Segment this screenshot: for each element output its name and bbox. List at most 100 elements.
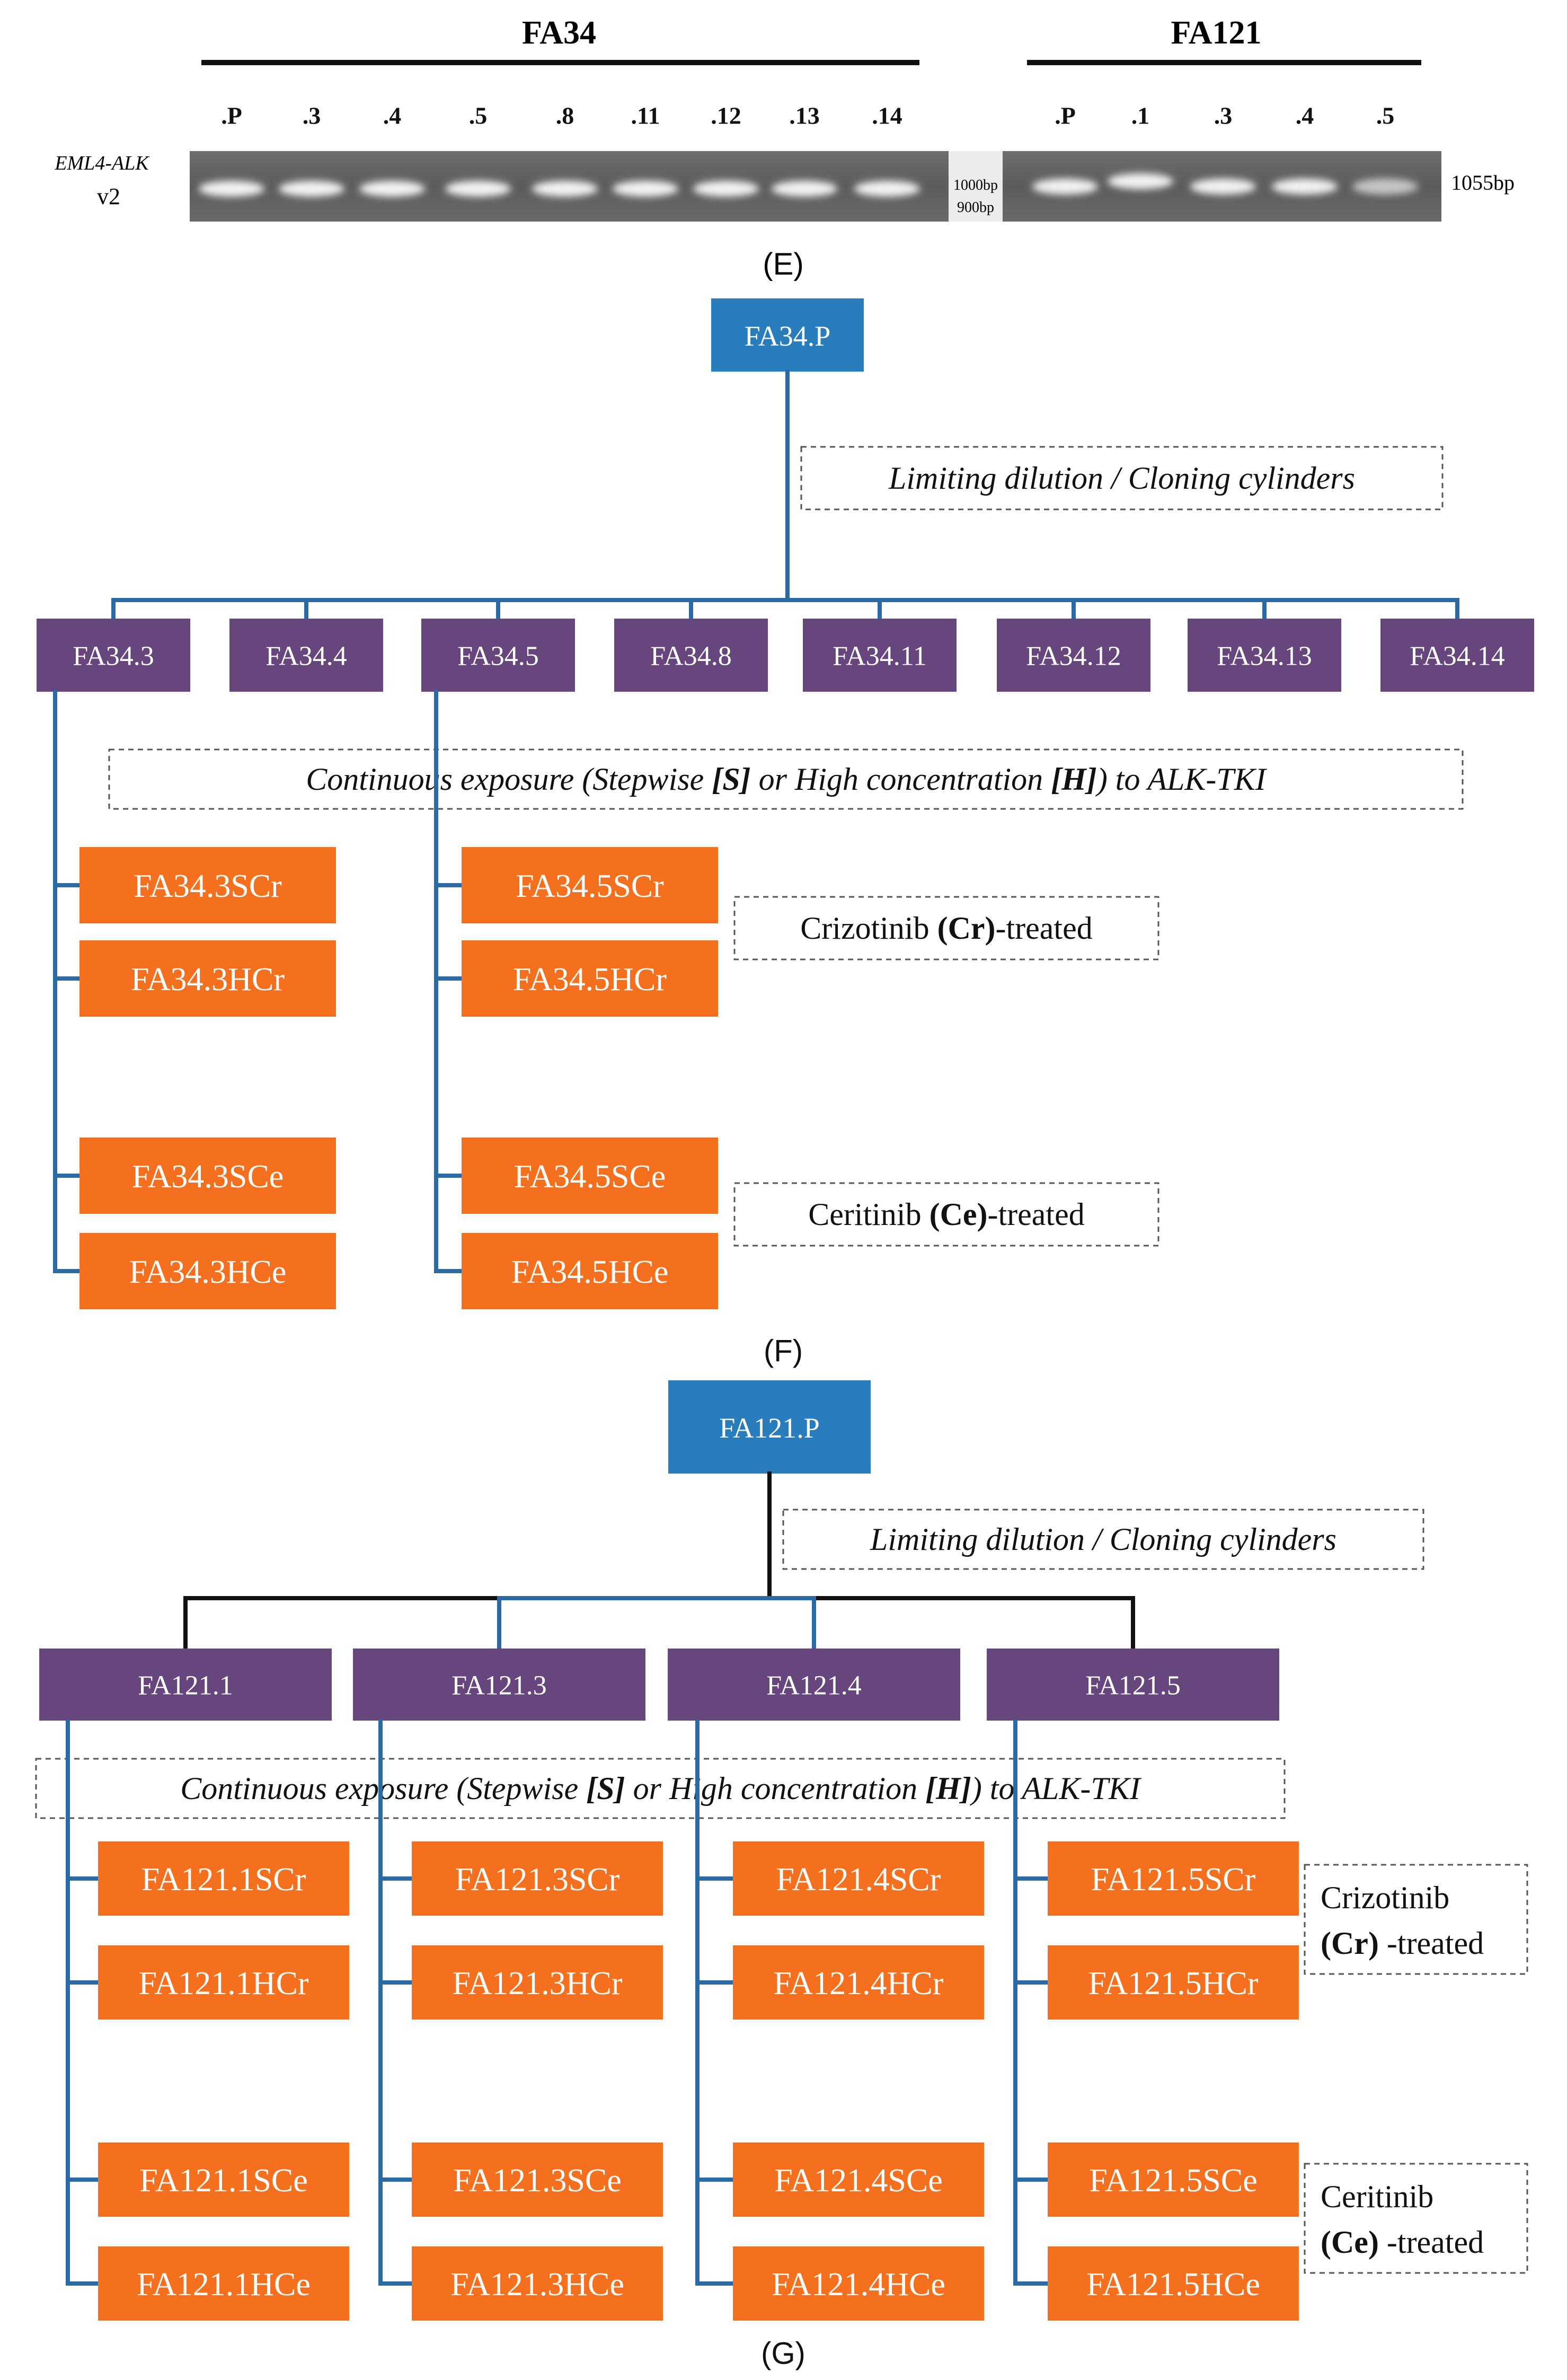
tree-g-clone-node-label: FA121.5 <box>1085 1671 1181 1701</box>
tree-f-exposure-note-part-1: [S] <box>712 762 750 797</box>
tree-f-exposure-note-box <box>108 748 1464 810</box>
tree-g-leaf-node-label: FA121.3SCr <box>455 1862 620 1898</box>
gel-band-fa34 <box>532 181 598 197</box>
tree-f: FA34.P Limiting dilution / Cloning cylind… <box>37 298 1534 1369</box>
tree-f-branch-a-leaf-node <box>79 847 336 923</box>
tree-f-branch-b-leaf-node-label: FA34.5SCr <box>516 868 664 904</box>
gel-band-fa34 <box>359 181 425 197</box>
gel-panel: FA34 FA121 .P.3.4.5.8.11.12.13.14.P.1.3.… <box>54 15 1515 281</box>
tree-f-crizotinib-note-box <box>733 896 1159 960</box>
tree-g-leaf-node-label: FA121.3HCr <box>453 1965 623 2002</box>
tree-f-clone-node-label: FA34.4 <box>265 641 347 672</box>
tree-f-branch-a-leaf-node <box>79 1138 336 1214</box>
tree-f-crizotinib-note-part-2: -treated <box>996 911 1093 946</box>
tree-g-exposure-note-box <box>35 1758 1286 1819</box>
gel-lane-label-fa34: .13 <box>789 102 820 129</box>
gel-lane-label-fa34: .11 <box>631 102 660 129</box>
gel-group-fa121-label: FA121 <box>1171 15 1261 51</box>
gel-row-label-variant: v2 <box>97 183 120 209</box>
tree-f-exposure-note-part-4: ) to ALK-TKI <box>1095 762 1268 797</box>
tree-g-leaf-node <box>98 1841 349 1916</box>
gel-band-fa121 <box>1032 179 1098 195</box>
tree-g-leaf-node <box>733 1841 984 1916</box>
tree-f-crizotinib-note-part-1: (Cr) <box>937 911 996 946</box>
tree-f-cloning-note: Limiting dilution / Cloning cylinders <box>888 461 1355 496</box>
tree-f-branch-b-leaf-node-label: FA34.5HCe <box>511 1254 669 1290</box>
tree-g-leaf-node-label: FA121.1SCe <box>139 2163 308 2199</box>
tree-g-leaf-node-label: FA121.5SCr <box>1091 1862 1256 1898</box>
tree-g-leaf-node-label: FA121.4SCe <box>774 2163 943 2199</box>
gel-lane-label-fa121: .3 <box>1214 102 1233 129</box>
tree-g-clone-node-label: FA121.3 <box>451 1671 547 1701</box>
gel-band-fa121 <box>1352 179 1418 195</box>
tree-g-leaf-node <box>412 2246 663 2321</box>
gel-band-fa34 <box>772 181 837 197</box>
tree-g-crizotinib-note-part-2: -treated <box>1379 1926 1484 1961</box>
tree-g-clone-node <box>39 1649 332 1721</box>
tree-f-crizotinib-note-part-0: Crizotinib <box>800 911 937 946</box>
tree-f-clone-node <box>1188 619 1341 692</box>
tree-f-clone-node <box>421 619 575 692</box>
tree-g-leaf-node-label: FA121.5HCr <box>1088 1965 1259 2002</box>
tree-g-leaf-node-label: FA121.4SCr <box>776 1862 941 1898</box>
tree-f-clone-node-label: FA34.13 <box>1217 641 1312 672</box>
tree-g-root-node-label: FA121.P <box>719 1412 820 1444</box>
tree-g-cloning-note: Limiting dilution / Cloning cylinders <box>870 1522 1336 1557</box>
tree-f-branch-b-leaf-node <box>462 1233 718 1309</box>
tree-f-clone-node-label: FA34.8 <box>650 641 732 672</box>
tree-g-leaf-node-label: FA121.1HCe <box>137 2267 311 2303</box>
gel-row-label-gene: EML4-ALK <box>54 152 149 174</box>
gel-band-fa121 <box>1108 173 1173 189</box>
gel-lane-label-fa34: .14 <box>872 102 902 129</box>
tree-f-root-node-label: FA34.P <box>745 320 831 352</box>
tree-g-clone-node-label: FA121.1 <box>138 1671 233 1701</box>
tree-f-clone-node-label: FA34.12 <box>1026 641 1121 672</box>
gel-bands <box>199 173 1418 197</box>
tree-g-leaf-node <box>98 1945 349 2020</box>
tree-f-ceritinib-note: Ceritinib (Ce)-treated <box>808 1197 1084 1232</box>
tree-g-leaf-node <box>98 2143 349 2217</box>
gel-band-fa34 <box>693 181 759 197</box>
tree-g: FA121.P Limiting dilution / Cloning cylin… <box>35 1380 1528 2371</box>
tree-f-clone-node <box>1380 619 1534 692</box>
tree-g-leaf-node <box>412 1945 663 2020</box>
tree-f-clone-node-label: FA34.11 <box>833 641 927 672</box>
tree-g-crizotinib-note-part-1: (Cr) <box>1321 1926 1379 1961</box>
tree-f-clone-node-label: FA34.14 <box>1410 641 1505 672</box>
tree-f-branch-a-leaf-node-label: FA34.3SCe <box>132 1159 284 1195</box>
tree-f-branch-b-leaf-node-label: FA34.5SCe <box>514 1159 666 1195</box>
gel-band-fa34 <box>613 181 678 197</box>
tree-f-clone-node-label: FA34.3 <box>73 641 154 672</box>
tree-f-exposure-note: Continuous exposure (Stepwise [S] or Hig… <box>306 762 1268 797</box>
tree-g-crizotinib-note-line2: (Cr) -treated <box>1321 1926 1484 1961</box>
tree-g-crizotinib-note-box <box>1304 1864 1528 1975</box>
tree-g-leaf-node-label: FA121.5HCe <box>1086 2267 1260 2303</box>
tree-g-leaf-node <box>733 2246 984 2321</box>
tree-g-leaf-node <box>1048 1841 1299 1916</box>
tree-g-cloning-note-box <box>782 1509 1424 1570</box>
tree-f-branch-a-leaf-node-label: FA34.3SCr <box>134 868 282 904</box>
tree-g-crizotinib-note-line1: Crizotinib <box>1321 1880 1449 1915</box>
tree-f-ceritinib-note-part-2: -treated <box>988 1197 1085 1232</box>
panel-label-g: (G) <box>761 2337 805 2371</box>
tree-g-clone-node <box>353 1649 645 1721</box>
tree-f-ceritinib-note-part-0: Ceritinib <box>808 1197 929 1232</box>
tree-g-exposure-note-part-3: [H] <box>925 1771 971 1806</box>
tree-f-branch-b-leaf-node-label: FA34.5HCr <box>513 962 667 998</box>
tree-g-leaf-node <box>733 1945 984 2020</box>
tree-g-leaf-node <box>733 2143 984 2217</box>
tree-f-exposure-note-part-3: [H] <box>1051 762 1097 797</box>
tree-f-clone-node <box>229 619 383 692</box>
gel-band-fa34 <box>279 181 344 197</box>
tree-f-exposure-note-part-0: Continuous exposure (Stepwise <box>306 762 712 797</box>
tree-g-ceritinib-note-line1: Ceritinib <box>1321 2179 1433 2214</box>
gel-band-size-label: 1055bp <box>1451 171 1515 195</box>
tree-f-cloning-note-box <box>800 446 1444 510</box>
tree-g-leaf-node <box>98 2246 349 2321</box>
gel-lane-label-fa34: .5 <box>469 102 488 129</box>
gel-lane-label-fa121: .5 <box>1376 102 1395 129</box>
gel-band-fa121 <box>1190 179 1256 195</box>
tree-f-clone-node <box>614 619 768 692</box>
gel-lane-label-fa34: .8 <box>556 102 574 129</box>
gel-band-fa34 <box>199 181 264 197</box>
